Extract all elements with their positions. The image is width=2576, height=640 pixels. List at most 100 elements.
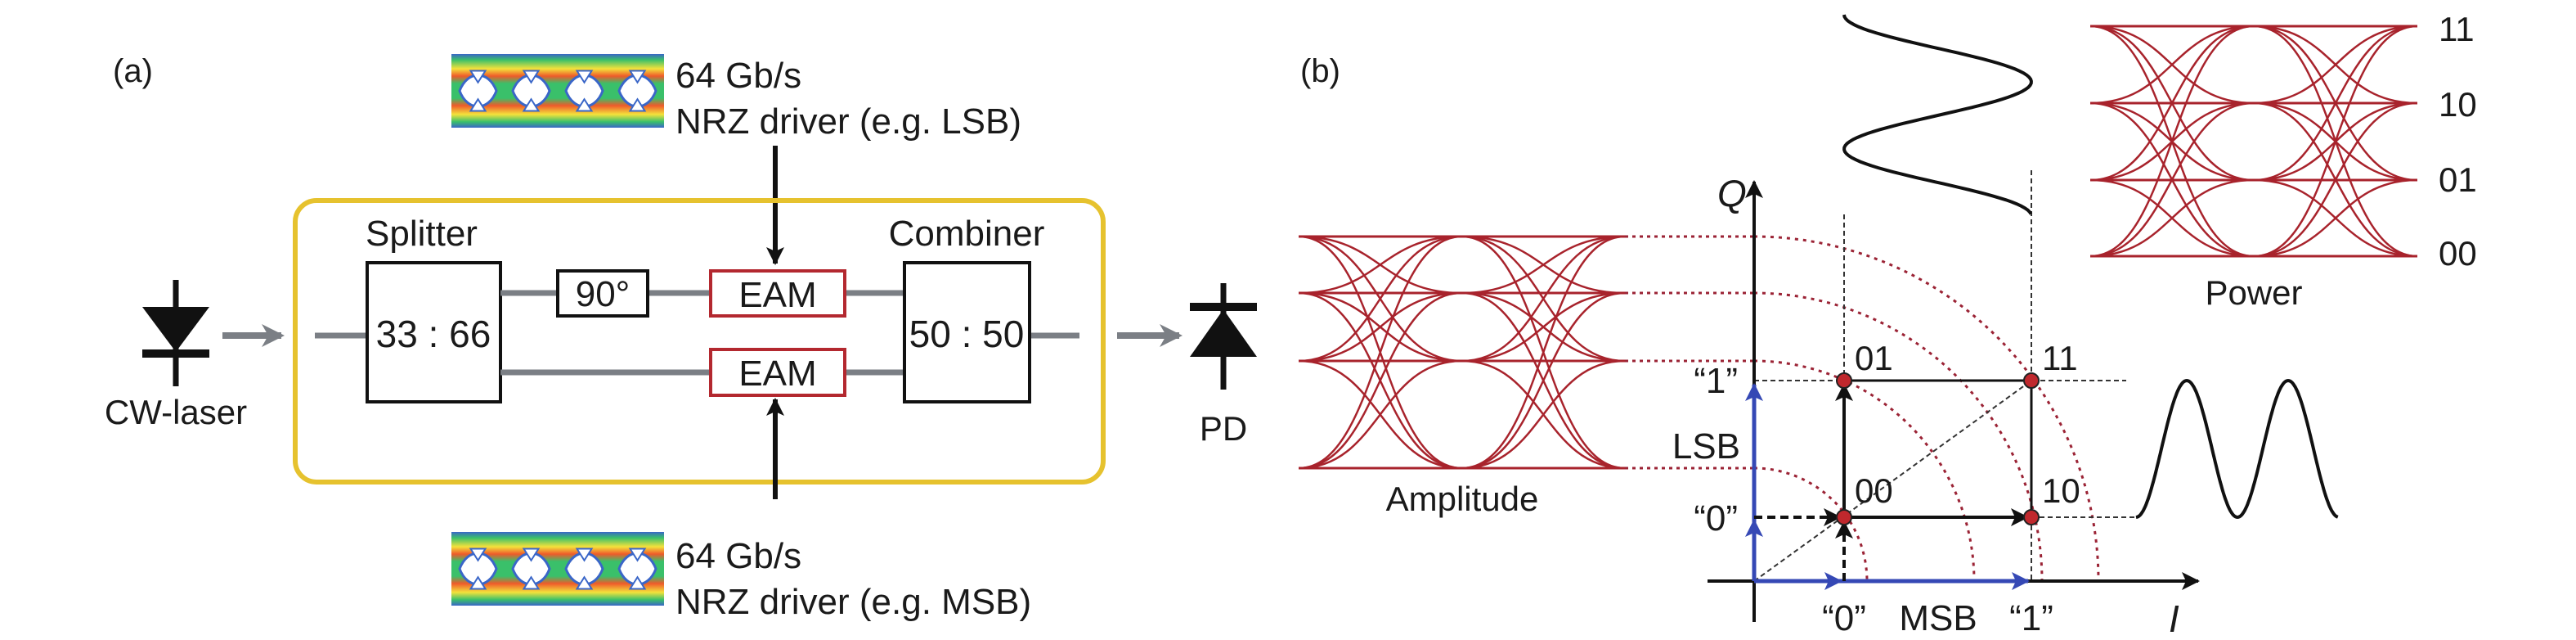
eye-trace xyxy=(1298,235,1462,470)
top-driver-rate: 64 Gb/s xyxy=(675,56,801,96)
eye-trace xyxy=(1461,235,1626,295)
eye-triangle xyxy=(469,70,487,84)
eye-triangle xyxy=(522,548,541,562)
eye-trace xyxy=(1298,235,1462,295)
eye-triangle xyxy=(628,70,647,84)
eam-bottom-box xyxy=(709,348,846,397)
power-level-00: 00 xyxy=(2439,234,2477,273)
combiner-ratio: 50 : 50 xyxy=(909,313,1025,355)
power-level-01: 01 xyxy=(2439,160,2477,199)
amplitude-label: Amplitude xyxy=(1386,480,1539,518)
eye-trace xyxy=(1461,359,1626,470)
eye-triangle xyxy=(628,97,647,112)
power-label: Power xyxy=(2205,273,2302,312)
symbol-label-11: 11 xyxy=(2042,339,2078,377)
eye-triangle xyxy=(522,97,541,112)
eye-triangle xyxy=(628,575,647,590)
eye-trace xyxy=(1298,235,1462,363)
eye-trace xyxy=(1298,291,1462,363)
eye-trace xyxy=(1461,235,1626,470)
amplitude-arc xyxy=(1753,235,2100,582)
amplitude-arc xyxy=(1753,291,2044,582)
power-level-11: 11 xyxy=(2439,10,2475,48)
eye-trace xyxy=(1298,291,1462,470)
sine-wave-top xyxy=(1842,14,2033,215)
eam-bottom-label: EAM xyxy=(738,354,816,394)
eye-opening xyxy=(458,552,498,586)
eye-trace xyxy=(1461,291,1626,470)
eye-triangle xyxy=(469,97,487,112)
eam-top-box xyxy=(709,269,846,318)
constellation-point-11 xyxy=(2023,372,2040,389)
power-level-10: 10 xyxy=(2439,85,2477,124)
combiner-title: Combiner xyxy=(889,214,1045,254)
splitter-box xyxy=(366,261,502,403)
eye-triangle xyxy=(575,548,594,562)
eye-triangle xyxy=(575,70,594,84)
eam-top-label: EAM xyxy=(738,275,816,315)
photodiode-icon xyxy=(1190,283,1257,390)
constellation-point-00 xyxy=(1836,509,1852,525)
eye-opening xyxy=(511,74,551,108)
eye-trace xyxy=(2253,25,2418,258)
symbol-label-10: 10 xyxy=(2042,471,2080,510)
panel-b-label: (b) xyxy=(1300,53,1340,89)
amplitude-arc xyxy=(1753,466,1869,582)
eye-trace xyxy=(2253,25,2418,105)
eye-trace xyxy=(1461,291,1626,363)
phase-shifter-label: 90° xyxy=(576,274,631,314)
amplitude-eye-diagram xyxy=(1298,235,1626,470)
eye-triangle xyxy=(522,575,541,590)
eye-trace xyxy=(2089,178,2255,258)
sine-wave-right xyxy=(2135,378,2339,520)
eye-trace xyxy=(2253,101,2418,258)
eye-triangle xyxy=(575,97,594,112)
chip-frame xyxy=(293,198,1106,485)
eye-opening xyxy=(617,552,657,586)
eye-opening xyxy=(564,552,604,586)
eye-trace xyxy=(2089,25,2255,258)
amplitude-arc xyxy=(1753,359,1976,582)
eye-trace xyxy=(2089,101,2255,258)
msb-label: MSB xyxy=(1899,598,1977,638)
eye-trace xyxy=(1298,359,1462,470)
eye-triangle xyxy=(575,575,594,590)
eye-triangle xyxy=(522,70,541,84)
eye-trace xyxy=(1461,235,1626,363)
symbol-label-00: 00 xyxy=(1855,471,1893,510)
power-eye-diagram xyxy=(2089,25,2418,258)
guide-lines xyxy=(1753,170,2134,582)
eye-diagram-top xyxy=(451,54,664,128)
eye-trace xyxy=(2253,25,2418,182)
eye-triangle xyxy=(469,575,487,590)
i-axis-label: I xyxy=(2169,597,2179,640)
lsb-label: LSB xyxy=(1672,426,1740,466)
constellation-point-10 xyxy=(2023,509,2040,525)
eye-trace xyxy=(2089,25,2255,105)
eye-triangle xyxy=(469,548,487,562)
symbol-label-01: 01 xyxy=(1855,339,1893,377)
cw-laser-label: CW-laser xyxy=(105,393,247,431)
q-axis-label: Q xyxy=(1717,172,1747,214)
top-driver-desc: NRZ driver (e.g. LSB) xyxy=(675,101,1021,142)
combiner-box xyxy=(903,261,1031,403)
q-tick-1: “1” xyxy=(1694,361,1738,401)
i-tick-0: “0” xyxy=(1822,598,1866,638)
bottom-driver-desc: NRZ driver (e.g. MSB) xyxy=(675,582,1031,622)
eye-trace xyxy=(2253,178,2418,258)
eye-diagram-bottom xyxy=(451,532,664,606)
splitter-title: Splitter xyxy=(366,214,478,254)
eye-trace xyxy=(2089,25,2255,182)
bottom-driver-rate: 64 Gb/s xyxy=(675,536,801,576)
panel-a-label: (a) xyxy=(113,53,153,89)
eye-triangle xyxy=(628,548,647,562)
splitter-ratio: 33 : 66 xyxy=(376,313,491,355)
eye-opening xyxy=(458,74,498,108)
i-tick-1: “1” xyxy=(2009,598,2053,638)
eye-opening xyxy=(617,74,657,108)
q-tick-0: “0” xyxy=(1694,498,1738,539)
eye-opening xyxy=(564,74,604,108)
pd-label: PD xyxy=(1200,409,1247,448)
phase-shifter-box xyxy=(556,269,649,318)
